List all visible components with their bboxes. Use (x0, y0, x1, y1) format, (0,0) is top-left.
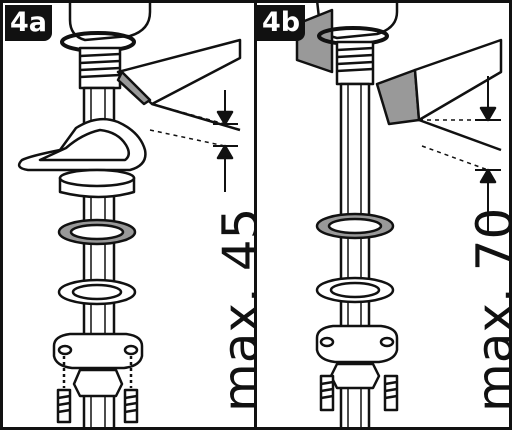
panel-4a: 4a max. 45 (0, 0, 255, 430)
panel-divider (254, 0, 258, 430)
faucet-install-illustration-4a (17, 0, 242, 430)
step-badge-4a: 4a (5, 5, 53, 41)
panel-4b: 4b max. 70 (257, 0, 512, 430)
faucet-install-illustration-4b (295, 0, 503, 430)
step-badge-4b: 4b (257, 5, 306, 41)
dimension-label-4b: max. 70 (466, 207, 512, 412)
dimension-label-4a: max. 45 (212, 207, 255, 412)
